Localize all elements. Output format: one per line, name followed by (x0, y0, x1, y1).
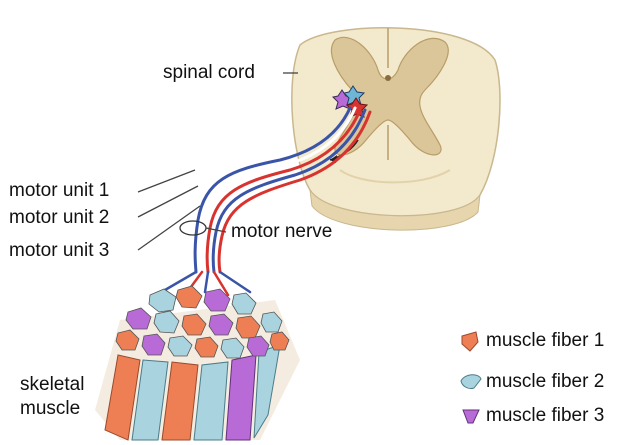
legend-muscle-fiber-1: muscle fiber 1 (486, 330, 604, 352)
motor-unit-1-label: motor unit 1 (9, 180, 109, 202)
muscle-fiber-2-swatch (461, 375, 481, 389)
motor-nerve-label: motor nerve (231, 221, 332, 243)
motor-unit-2-label: motor unit 2 (9, 207, 109, 229)
motor-unit-3-label: motor unit 3 (9, 240, 109, 262)
muscle-label: muscle (20, 398, 80, 420)
muscle-fiber-1-swatch (462, 332, 478, 351)
muscle-fiber-3-swatch (463, 410, 479, 423)
spinal-cord-illustration (292, 28, 500, 230)
legend-muscle-fiber-3: muscle fiber 3 (486, 405, 604, 427)
legend-muscle-fiber-2: muscle fiber 2 (486, 371, 604, 393)
legend-swatches (461, 332, 481, 423)
skeletal-label: skeletal (20, 374, 84, 396)
spinal-cord-label: spinal cord (163, 62, 255, 84)
skeletal-muscle-illustration (95, 286, 300, 440)
